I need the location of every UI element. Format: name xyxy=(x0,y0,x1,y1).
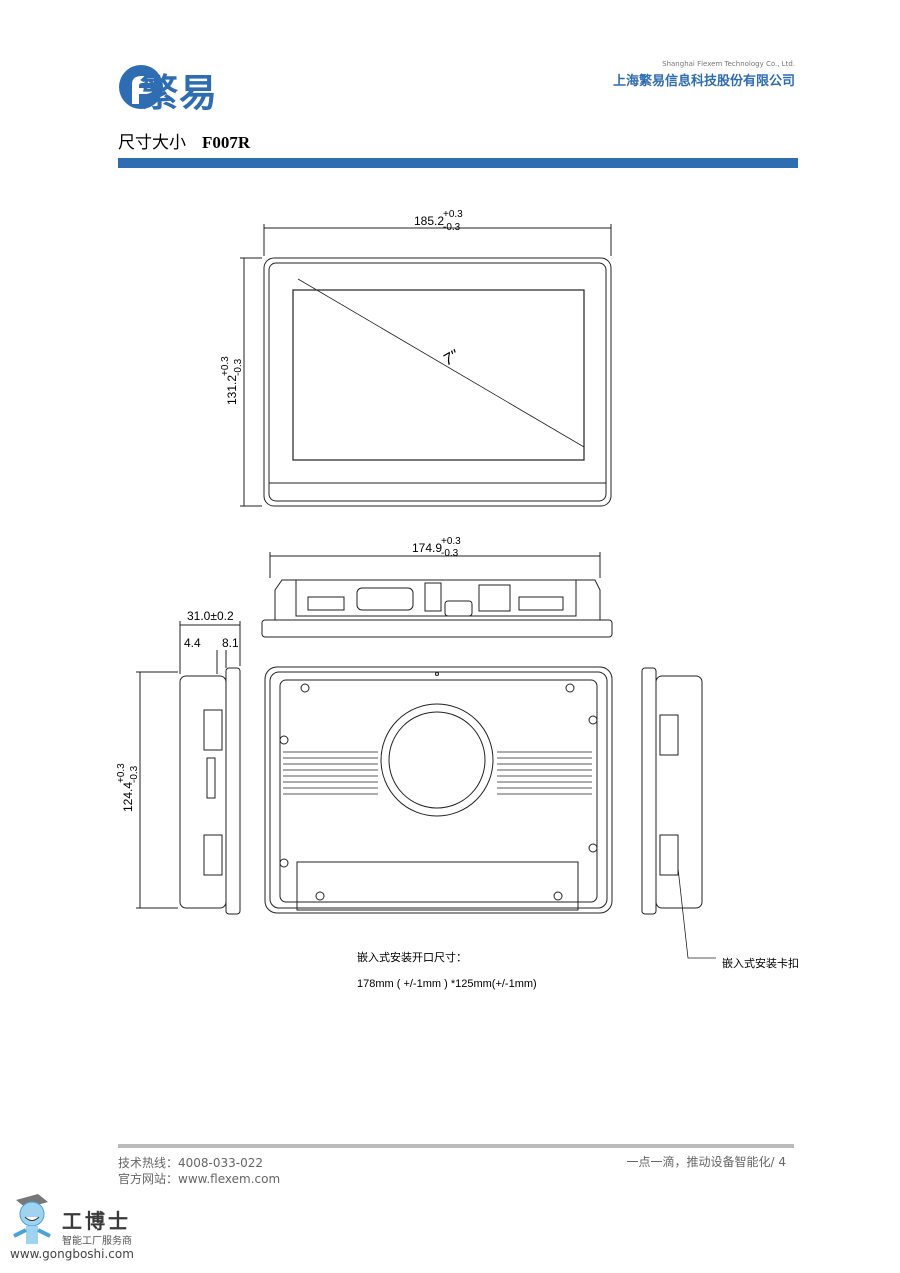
height-tol-minus: -0.3 xyxy=(233,358,244,376)
page-title: 尺寸大小 F007R xyxy=(118,128,250,153)
cutout-label: 嵌入式安装开口尺寸： xyxy=(357,950,467,964)
body-tol-minus: -0.3 xyxy=(441,548,459,559)
flexem-logo-icon xyxy=(119,65,163,109)
side-view-left: 31.0±0.2 4.4 8.1 124.4 +0.3 -0.3 xyxy=(116,609,241,915)
mascot-icon xyxy=(13,1194,51,1244)
title-text: 尺寸大小 xyxy=(118,133,186,153)
front-view: 185.2 +0.3 -0.3 131.2 +0.3 -0.3 7" xyxy=(220,209,612,507)
slogan-page-number: 一点一滴，推动设备智能化/ 4 xyxy=(626,1155,787,1169)
company-name-cn: 上海繁易信息科技股份有限公司 xyxy=(612,74,795,89)
website-link[interactable]: 官方网站：www.flexem.com xyxy=(118,1172,281,1186)
company-name-en: Shanghai Flexem Technology Co., Ltd. xyxy=(662,60,795,68)
depth-b-dim: 8.1 xyxy=(222,636,239,650)
height-tol-plus: +0.3 xyxy=(220,356,231,376)
watermark-url: www.gongboshi.com xyxy=(10,1247,134,1261)
body-width-dim: 174.9 xyxy=(412,541,442,555)
body-tol-plus: +0.3 xyxy=(441,536,461,547)
bh-tol-minus: -0.3 xyxy=(129,765,140,783)
logo-text: 繁易 xyxy=(140,71,219,115)
width-dim: 185.2 xyxy=(414,214,444,228)
footer-divider xyxy=(118,1144,794,1148)
cutout-value: 178mm ( +/-1mm ) *125mm(+/-1mm) xyxy=(357,978,537,990)
header-divider xyxy=(118,158,798,168)
screen-size: 7" xyxy=(441,347,463,370)
back-view xyxy=(264,666,613,914)
clip-label: 嵌入式安装卡扣 xyxy=(722,956,799,970)
depth-dim: 31.0±0.2 xyxy=(187,609,234,623)
tol-minus: -0.3 xyxy=(443,222,461,233)
body-height-dim: 124.4 xyxy=(121,782,135,812)
depth-a-dim: 4.4 xyxy=(184,636,201,650)
watermark-name: 工博士 xyxy=(62,1209,131,1233)
height-dim: 131.2 xyxy=(225,375,239,405)
watermark-subtitle: 智能工厂服务商 xyxy=(62,1236,132,1247)
tol-plus: +0.3 xyxy=(443,209,463,220)
hotline: 技术热线：4008-033-022 xyxy=(118,1156,264,1170)
bottom-view: 174.9 +0.3 -0.3 xyxy=(261,536,613,638)
model-name: F007R xyxy=(202,133,251,152)
side-view-right xyxy=(641,667,716,959)
bh-tol-plus: +0.3 xyxy=(116,763,127,783)
